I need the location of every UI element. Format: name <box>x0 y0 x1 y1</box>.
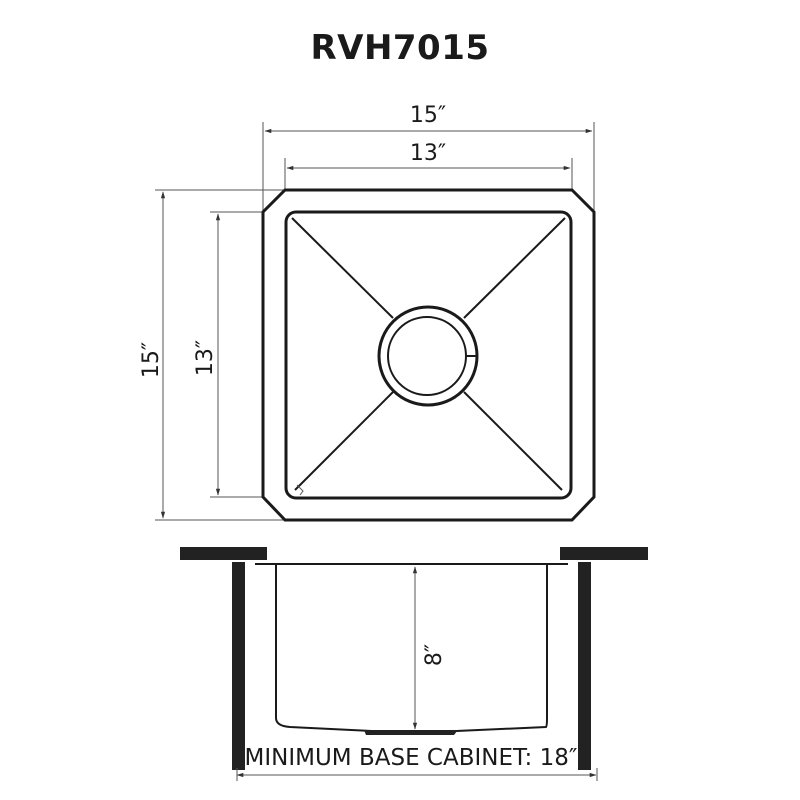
drain-outlet <box>364 730 458 735</box>
countertop-right <box>560 547 648 560</box>
corner-mark <box>296 484 304 496</box>
cabinet-size-label: MINIMUM BASE CABINET: 18″ <box>245 745 578 771</box>
sink-bowl-profile <box>275 564 548 735</box>
cabinet-wall-left <box>232 562 245 770</box>
bowl-slope-line <box>294 391 394 491</box>
outer-length-label: 15″ <box>139 342 164 378</box>
sink-outer-rim <box>261 188 596 522</box>
drain-inner-ring <box>387 316 467 396</box>
sink-bowl-inner <box>284 210 573 500</box>
bowl-slope-line <box>291 217 394 319</box>
bowl-slope-line <box>463 391 563 491</box>
inner-width-label: 13″ <box>410 141 446 166</box>
outer-width-label: 15″ <box>410 103 446 128</box>
side-view: 8″ MINIMUM BASE CABINET: 18″ <box>180 547 648 781</box>
inner-length-label: 13″ <box>193 340 218 376</box>
model-title: RVH7015 <box>310 28 490 68</box>
bowl-slope-line <box>463 217 566 319</box>
drain-outer-ring <box>377 305 479 407</box>
depth-label: 8″ <box>422 644 447 666</box>
top-view: 15″ 13″ 15″ 13″ <box>139 103 596 522</box>
cabinet-wall-right <box>578 562 591 770</box>
countertop-left <box>180 547 267 560</box>
